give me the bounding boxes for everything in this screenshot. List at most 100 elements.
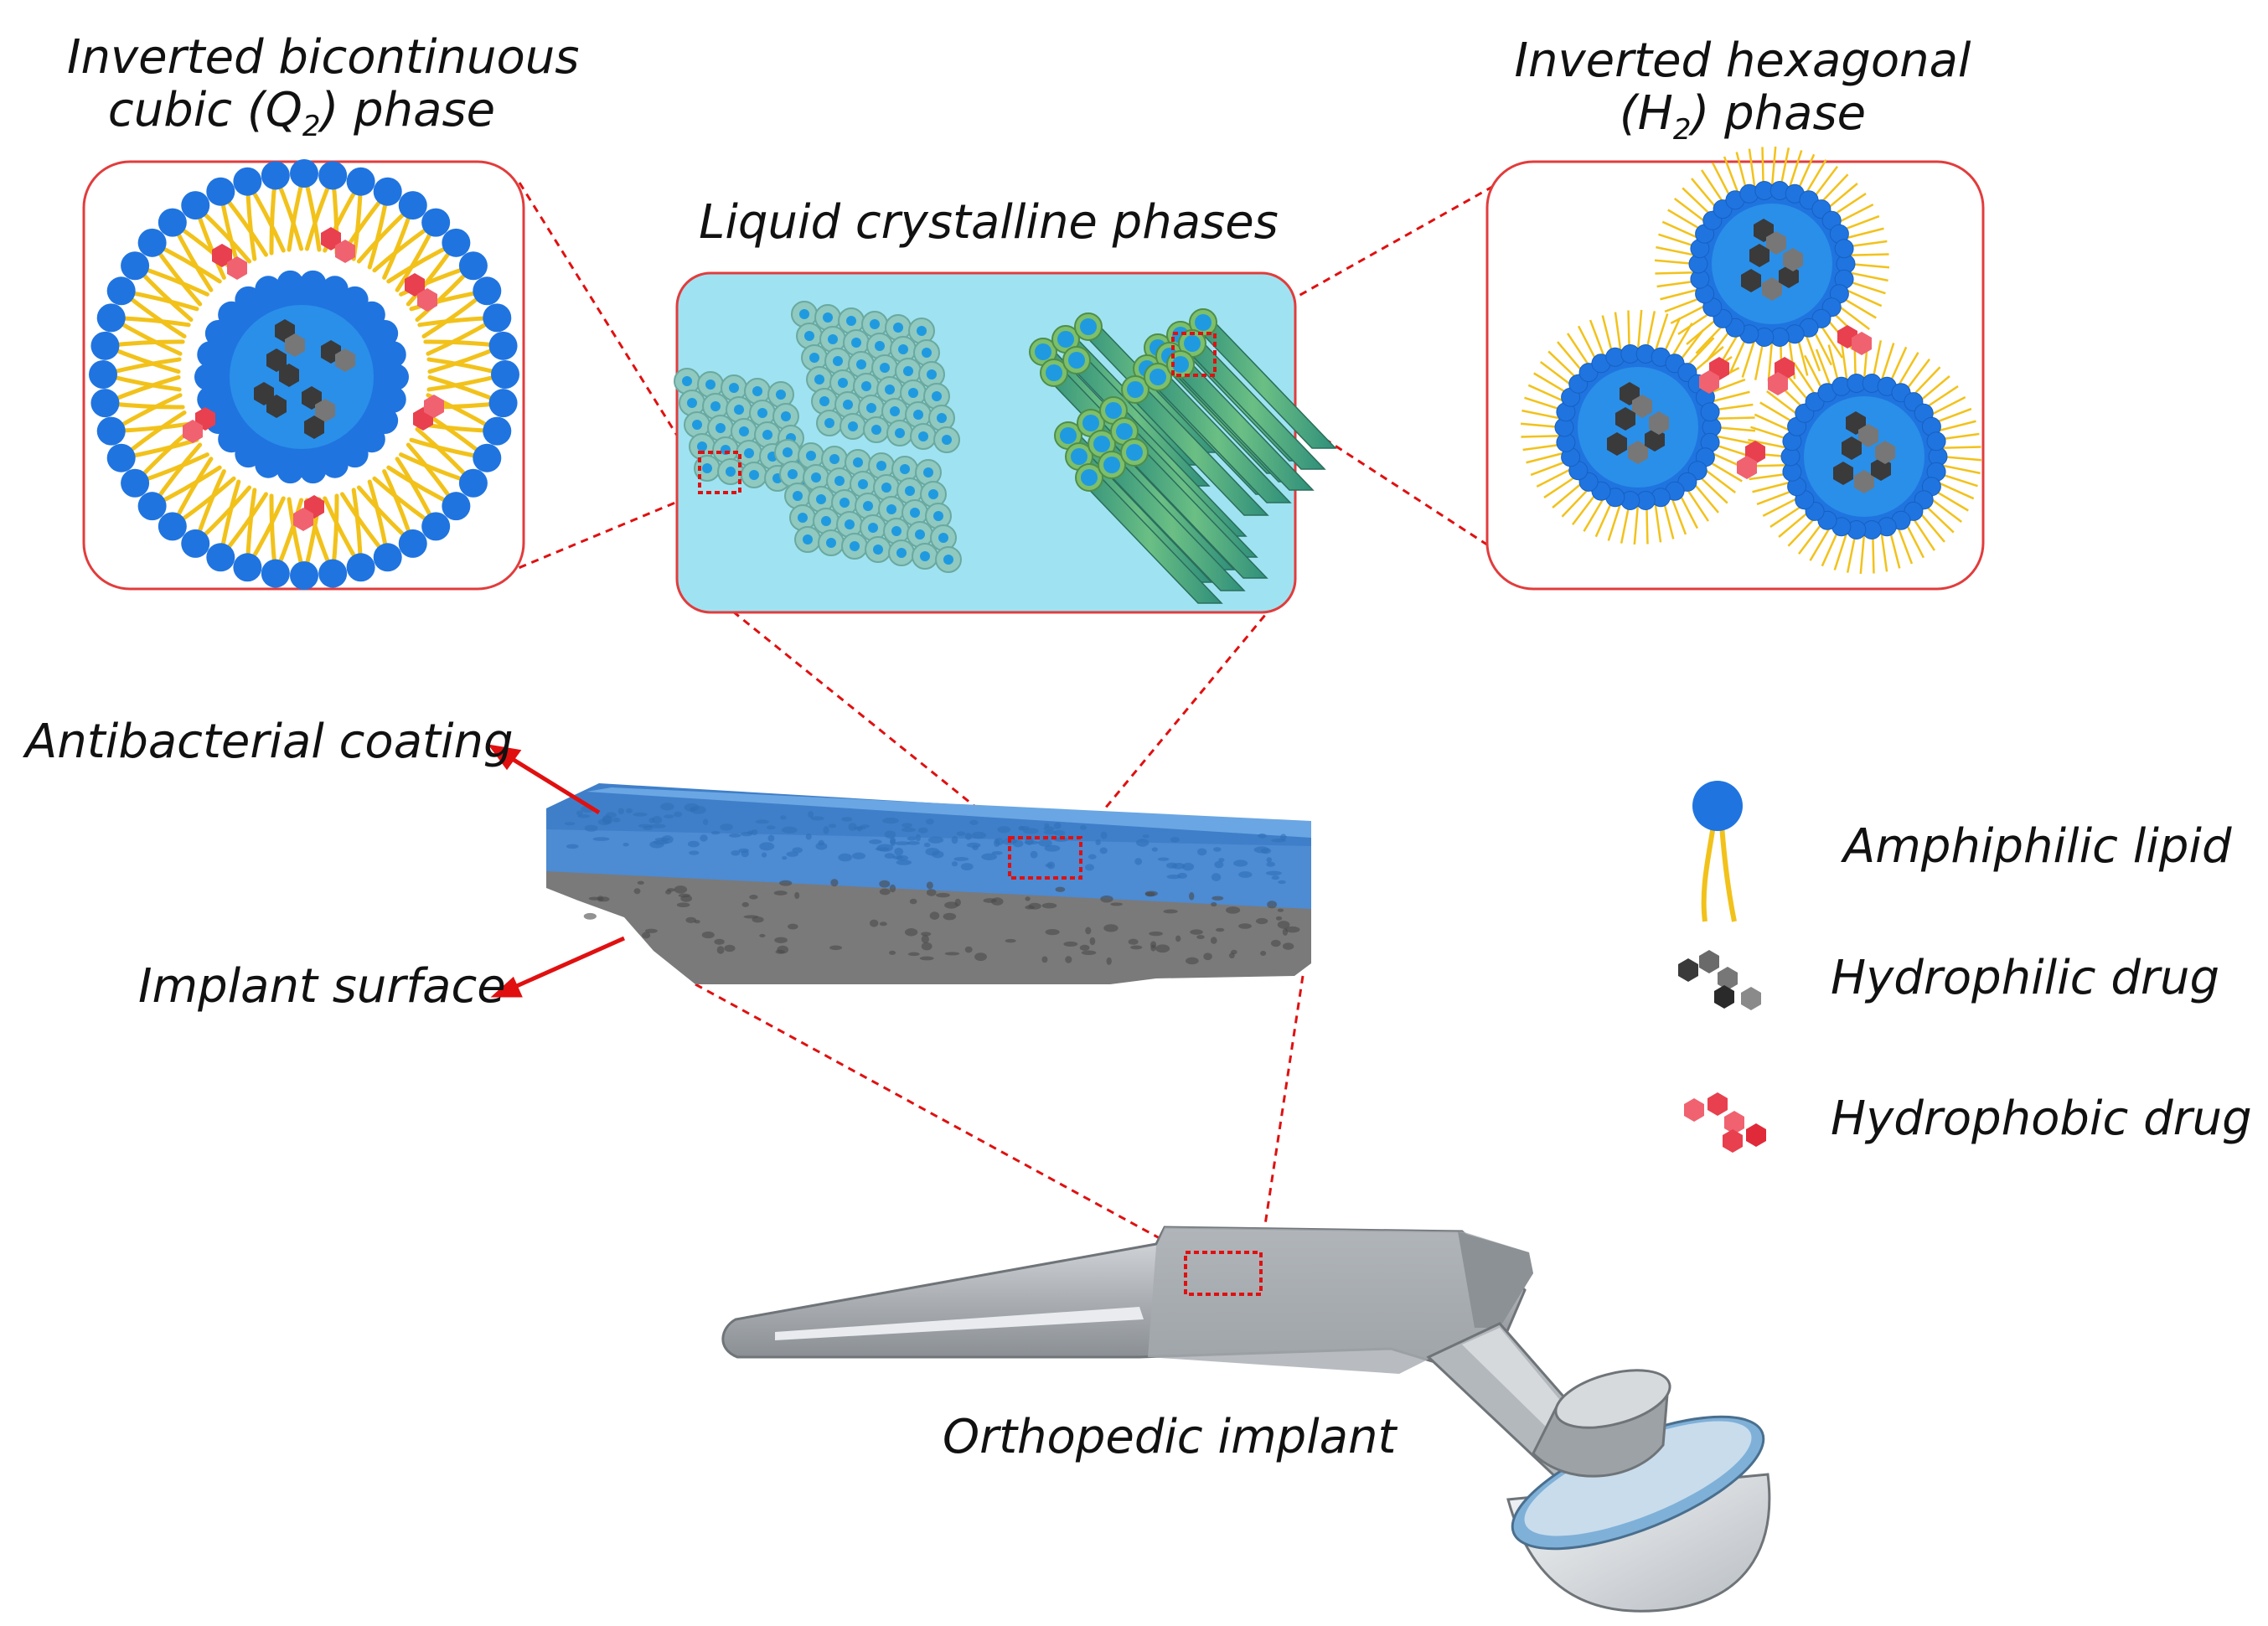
lipid-tail bbox=[1707, 459, 1743, 483]
legend-hydrophilic-icon bbox=[1678, 950, 1761, 1010]
cubic-cell-core bbox=[932, 391, 942, 401]
lipid-tail bbox=[1594, 499, 1614, 538]
coating-pore bbox=[1085, 864, 1094, 871]
coating-pore bbox=[1280, 834, 1287, 841]
cubic-cell-core bbox=[814, 374, 824, 385]
coating-pore bbox=[747, 830, 754, 835]
implant-pore bbox=[1106, 957, 1112, 965]
implant-pore bbox=[774, 937, 788, 943]
cubic-title-post: ) phase bbox=[320, 82, 496, 137]
coating-pore bbox=[605, 812, 617, 818]
legend-lipid-icon bbox=[1692, 781, 1743, 922]
implant-pore bbox=[637, 880, 644, 885]
coating-pore bbox=[781, 826, 798, 834]
lipid-tail bbox=[1933, 407, 1972, 425]
orthopedic-implant bbox=[721, 1226, 1771, 1613]
lipid-tail bbox=[1804, 333, 1821, 372]
cubic-cell-core bbox=[762, 430, 772, 440]
lipid-head bbox=[442, 492, 471, 521]
implant-pore bbox=[678, 893, 691, 898]
lipid-tail bbox=[1661, 220, 1700, 240]
cubic-cell-core bbox=[876, 461, 886, 471]
coating-pore bbox=[702, 818, 709, 826]
cubic-cell-core bbox=[781, 411, 791, 421]
coating-pore bbox=[808, 811, 814, 818]
lipid-tail bbox=[1530, 459, 1569, 477]
cubic-cell-core bbox=[933, 511, 943, 521]
implant-pore bbox=[642, 932, 651, 939]
lipid-tail bbox=[1872, 340, 1883, 380]
lipid-tail bbox=[1627, 310, 1630, 351]
coating-pore bbox=[633, 812, 648, 817]
hex-tube-core bbox=[1068, 352, 1085, 369]
implant-pore bbox=[889, 950, 896, 955]
lipid-tail bbox=[1841, 296, 1877, 319]
coating-pore bbox=[664, 814, 674, 818]
coating-pore bbox=[766, 825, 776, 830]
cubic-cell-core bbox=[788, 469, 798, 479]
coating-pore bbox=[617, 808, 625, 815]
lipid-tail bbox=[1788, 150, 1803, 189]
implant-pore bbox=[724, 944, 736, 952]
cubic-cell-core bbox=[881, 483, 891, 493]
lipid-tail bbox=[1752, 481, 1792, 493]
coating-pore bbox=[1170, 837, 1180, 843]
coating-pore bbox=[1053, 829, 1066, 836]
lipid-tail bbox=[1750, 426, 1790, 441]
coating-pore bbox=[917, 827, 928, 834]
lipid-tail bbox=[1656, 245, 1696, 256]
lipid-head bbox=[181, 191, 210, 220]
implant-pore bbox=[794, 891, 800, 899]
lipid-tail bbox=[1940, 464, 1981, 475]
lipid-tail bbox=[1939, 472, 1978, 488]
lipid-head bbox=[90, 389, 120, 418]
cubic-cell-core bbox=[873, 545, 883, 555]
implant-pore bbox=[1163, 909, 1178, 914]
legend-lipid-label: Amphiphilic lipid bbox=[1843, 819, 2232, 874]
legend-lipid-text: Amphiphilic lipid bbox=[1843, 819, 2232, 874]
lipid-tail bbox=[1601, 315, 1614, 355]
lipid-head bbox=[235, 286, 262, 313]
cubic-cell-core bbox=[697, 441, 707, 452]
coating-pore bbox=[902, 823, 912, 828]
hex-phase-title-line2: (H2) phase bbox=[1508, 87, 1977, 146]
implant-pore bbox=[964, 946, 973, 953]
implant-pore bbox=[879, 888, 891, 896]
lipid-tail bbox=[1778, 510, 1811, 538]
lipid-head bbox=[96, 303, 126, 333]
lipid-head bbox=[261, 559, 290, 588]
lipid-tail bbox=[1847, 240, 1888, 248]
lipid-head bbox=[458, 251, 488, 281]
coating-pore bbox=[566, 844, 579, 849]
cubic-cell-core bbox=[880, 363, 890, 373]
implant-pore bbox=[1190, 929, 1203, 935]
cubic-cell-core bbox=[799, 309, 809, 319]
coating-pore bbox=[993, 839, 1000, 848]
coating-pore bbox=[915, 834, 921, 842]
lipid-head bbox=[299, 270, 327, 297]
coating-pore bbox=[1045, 863, 1053, 868]
hex-tube-core bbox=[1103, 457, 1120, 473]
legend-hydrophobic-label: Hydrophobic drug bbox=[1831, 1092, 2252, 1146]
lipid-tail bbox=[1645, 503, 1649, 545]
lipid-tail bbox=[1583, 496, 1606, 532]
implant-pore bbox=[1150, 944, 1156, 952]
coating-pore bbox=[741, 849, 749, 858]
lipid-tail bbox=[1848, 271, 1888, 282]
cubic-cell-core bbox=[846, 316, 856, 326]
lipid-tail bbox=[1561, 487, 1591, 518]
lipid-tail bbox=[1939, 432, 1980, 441]
lipid-tail bbox=[1662, 317, 1682, 355]
coating-pore bbox=[792, 847, 803, 854]
hex-tube-core bbox=[1060, 427, 1077, 444]
lipid-tail bbox=[1723, 156, 1740, 195]
cubic-phase-title-line2: cubic (Q2) phase bbox=[67, 82, 536, 142]
implant-pore bbox=[879, 921, 887, 927]
lipid-tail bbox=[1522, 443, 1563, 452]
cubic-cell-core bbox=[896, 548, 907, 558]
lipid-tail bbox=[1936, 481, 1975, 500]
lipid-tail bbox=[1670, 323, 1693, 359]
lipid-head bbox=[255, 276, 282, 303]
lipid-tail bbox=[1658, 233, 1697, 248]
lipid-tail bbox=[1660, 288, 1700, 301]
